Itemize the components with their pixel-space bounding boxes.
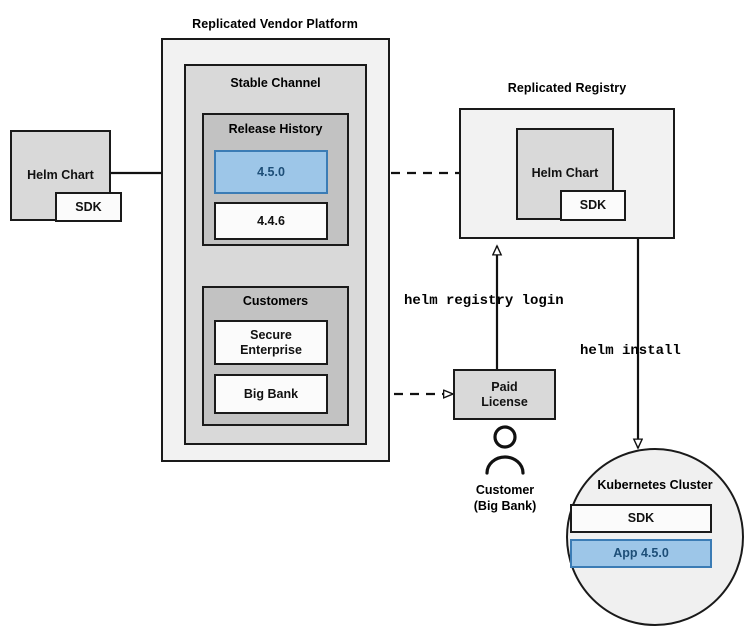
person-icon <box>485 425 525 475</box>
customers-title: Customers <box>242 294 309 308</box>
registry-title: Replicated Registry <box>507 81 627 95</box>
release-history-title: Release History <box>228 122 323 136</box>
command-helm-registry-login: helm registry login <box>404 293 564 309</box>
command-helm-install: helm install <box>580 343 681 359</box>
customer-caption-line1: Customer <box>475 483 535 497</box>
registry-sdk-node[interactable]: SDK <box>560 190 626 221</box>
customer-caption: Customer (Big Bank) <box>440 483 570 514</box>
paid-license-line2: License <box>481 394 528 409</box>
stable-channel-title: Stable Channel <box>230 76 321 90</box>
release-item-4-4-6[interactable]: 4.4.6 <box>214 202 328 240</box>
kubernetes-cluster-container <box>566 448 744 626</box>
vendor-platform-title: Replicated Vendor Platform <box>192 17 358 31</box>
source-sdk-node[interactable]: SDK <box>55 192 122 222</box>
customer-caption-line2: (Big Bank) <box>473 498 537 513</box>
customer-secure-enterprise-line1: Secure <box>250 327 292 342</box>
cluster-sdk-node[interactable]: SDK <box>570 504 712 533</box>
kubernetes-cluster-title: Kubernetes Cluster <box>597 478 713 492</box>
paid-license-line1: Paid <box>491 379 518 394</box>
release-item-4-5-0[interactable]: 4.5.0 <box>214 150 328 194</box>
customer-secure-enterprise-line2: Enterprise <box>240 342 302 357</box>
paid-license-node[interactable]: Paid License <box>453 369 556 420</box>
cluster-app-node[interactable]: App 4.5.0 <box>570 539 712 568</box>
customer-secure-enterprise[interactable]: Secure Enterprise <box>214 320 328 365</box>
customer-big-bank[interactable]: Big Bank <box>214 374 328 414</box>
